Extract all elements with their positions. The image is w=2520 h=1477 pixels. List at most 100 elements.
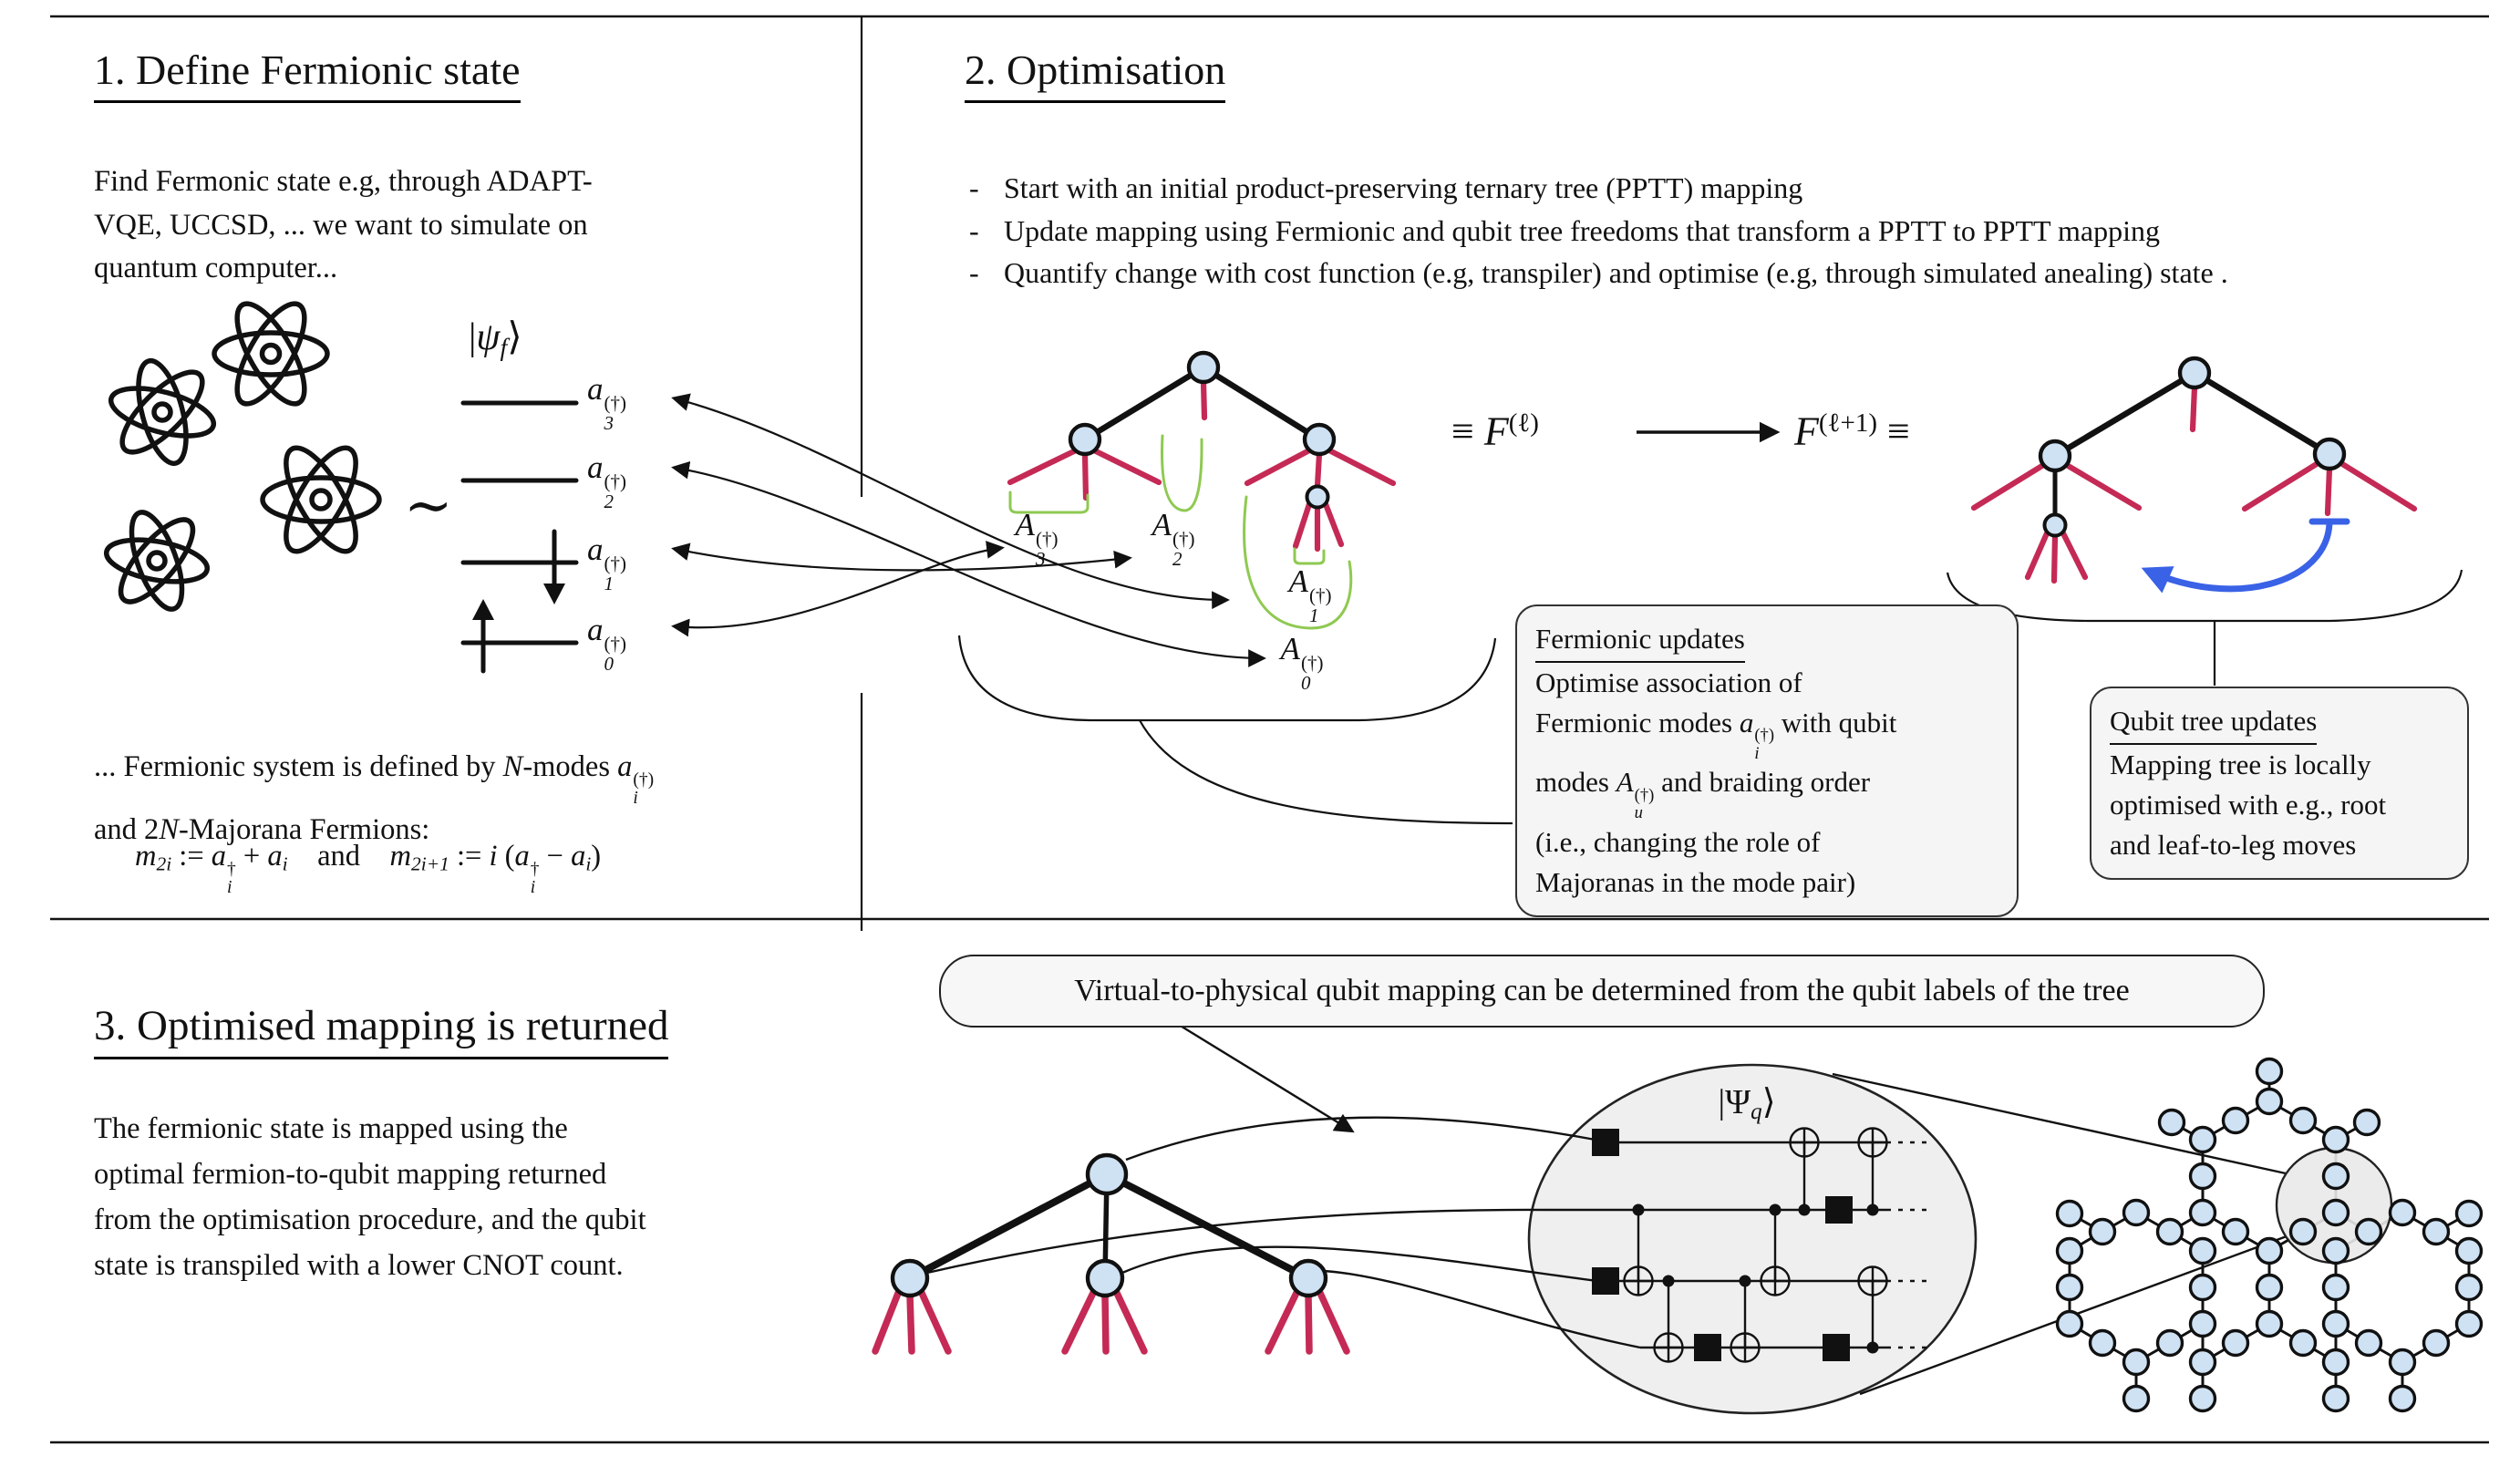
lattice-qubit-node	[2188, 1236, 2217, 1265]
square-gate	[1825, 1196, 1853, 1224]
lattice-qubit-node	[2221, 1217, 2250, 1246]
panel1-intro: Find Fermonic state e.g, through ADAPT- …	[94, 160, 593, 291]
majorana-leg	[1326, 447, 1397, 487]
leaf-to-leg-move-arrow	[2141, 518, 2350, 594]
bullet-text-3: Quantify change with cost function (e.g,…	[1004, 256, 2228, 289]
lattice-qubit-node	[2321, 1348, 2350, 1377]
lattice-qubit-node	[2321, 1125, 2350, 1154]
bracket-A2	[1161, 434, 1203, 512]
control-dot	[1632, 1203, 1645, 1216]
mode-label-a3: a(†)3	[587, 371, 626, 434]
majorana-leg	[1101, 1292, 1110, 1355]
qubit-mode-label-A3: A(†)3	[1015, 507, 1059, 570]
panel3-title: 3. Optimised mapping is returned	[94, 1001, 669, 1059]
lattice-qubit-node	[2454, 1309, 2484, 1338]
panel1-intro-line3: quantum computer...	[94, 252, 338, 284]
atoms-illustration	[103, 301, 382, 612]
fermionic-updates-line4: (i.e., changing the role of	[1535, 825, 1821, 858]
panel3-body-line2: optimal fermion-to-qubit mapping returne…	[94, 1158, 607, 1191]
majorana-leg	[906, 1292, 915, 1355]
lattice-qubit-node	[2288, 1106, 2318, 1135]
banner-arrow	[1178, 1023, 1355, 1133]
qubit-tree-node	[1068, 422, 1102, 457]
majorana-leg	[872, 1287, 903, 1355]
qubit-tree-updates-line3: and leaf-to-leg moves	[2110, 829, 2357, 861]
qubit-tree-node	[890, 1258, 930, 1298]
lattice-qubit-node	[2188, 1384, 2217, 1413]
lattice-qubit-node	[2255, 1273, 2284, 1302]
tree-edge	[2191, 369, 2333, 458]
majorana-leg	[1970, 460, 2049, 511]
majorana-leg	[2060, 530, 2089, 581]
right-tree-underbrace	[1946, 569, 2463, 623]
mode-association-arrows	[671, 393, 1266, 667]
lattice-qubit-node	[2188, 1198, 2217, 1227]
lattice-qubit-node	[2188, 1162, 2217, 1191]
lattice-qubit-node	[2321, 1198, 2350, 1227]
control-dot	[1866, 1341, 1879, 1354]
lattice-qubit-node	[2155, 1328, 2184, 1358]
panel3-body: The fermionic state is mapped using the …	[94, 1106, 646, 1288]
lattice-qubit-node	[2321, 1273, 2350, 1302]
lattice-qubit-node	[2454, 1236, 2484, 1265]
panel1-title: 1. Define Fermionic state	[94, 46, 521, 103]
lattice-qubit-node	[2321, 1309, 2350, 1338]
square-gate	[1592, 1129, 1619, 1156]
qubit-tree-node	[2312, 437, 2347, 471]
bullet-text-2: Update mapping using Fermionic and qubit…	[1004, 213, 2160, 247]
arrow-a1-A2	[671, 542, 1132, 572]
lattice-qubit-node	[2055, 1273, 2084, 1302]
qubit-tree-node	[1085, 1258, 1125, 1298]
lattice-qubit-node	[2454, 1199, 2484, 1228]
lattice-qubit-node	[2188, 1273, 2217, 1302]
lattice-qubit-node	[2122, 1198, 2151, 1227]
majorana-leg	[1265, 1287, 1301, 1355]
callout-line-top	[1832, 1072, 2287, 1175]
lattice-qubit-node	[2288, 1217, 2318, 1246]
curve-rightchild-wire4	[1323, 1269, 1641, 1349]
majorana-leg	[1322, 501, 1345, 548]
tree-to-circuit-curves	[926, 1116, 1641, 1349]
control-dot	[1769, 1203, 1782, 1216]
qubit-tree-updates-line1: Mapping tree is locally	[2110, 749, 2371, 780]
majorana-leg	[2189, 384, 2198, 433]
qubit-mode-label-A2: A(†)2	[1152, 507, 1195, 570]
F-l-plus-1-equiv-label: F(ℓ+1) ≡	[1794, 408, 1910, 454]
qubit-tree-node	[1302, 422, 1337, 457]
lattice-qubit-node	[2255, 1087, 2284, 1116]
lattice-qubit-node	[2388, 1198, 2417, 1227]
majorana-formula: m2i := a†i + ai and m2i+1 := i (a†i − ai…	[135, 840, 602, 898]
qubit-tree-node	[2038, 439, 2072, 473]
lattice-qubit-node	[2354, 1328, 2383, 1358]
spin-up-arrowhead	[472, 599, 494, 620]
lattice-qubit-node	[2454, 1273, 2484, 1302]
qubit-tree-node	[1085, 1152, 1129, 1196]
majorana-leg	[1200, 378, 1208, 421]
qubit-tree-updates-line2: optimised with e.g., root	[2110, 789, 2387, 821]
control-dot	[1662, 1275, 1675, 1287]
lattice-qubit-node	[2354, 1217, 2383, 1246]
energy-levels	[460, 400, 579, 674]
qubit-tree-node	[1288, 1258, 1328, 1298]
bullet-item: - Quantify change with cost function (e.…	[969, 252, 2228, 294]
atom-icon	[103, 510, 211, 612]
fermionic-updates-line3: modes A(†)u and braiding order	[1535, 766, 1871, 823]
bracket-A1	[1293, 547, 1326, 565]
frame-rules	[50, 15, 2489, 1444]
lattice-qubit-node	[2188, 1348, 2217, 1377]
tree-optim_left	[1007, 350, 1397, 553]
qubit-tree-node	[1305, 484, 1330, 510]
control-dot	[1866, 1203, 1879, 1216]
lattice-qubit-node	[2352, 1108, 2381, 1137]
banner-text: Virtual-to-physical qubit mapping can be…	[1074, 974, 2130, 1007]
atom-icon	[212, 301, 330, 407]
lattice-qubit-node	[2422, 1328, 2451, 1358]
qubit-tree-updates-title: Qubit tree updates	[2110, 701, 2318, 745]
majorana-leg	[917, 1287, 952, 1355]
fermionic-updates-title: Fermionic updates	[1535, 619, 1745, 663]
majorana-leg	[1305, 1292, 1313, 1355]
system-line2: and 2N-Majorana Fermions:	[94, 812, 430, 846]
lattice-qubit-node	[2321, 1162, 2350, 1191]
